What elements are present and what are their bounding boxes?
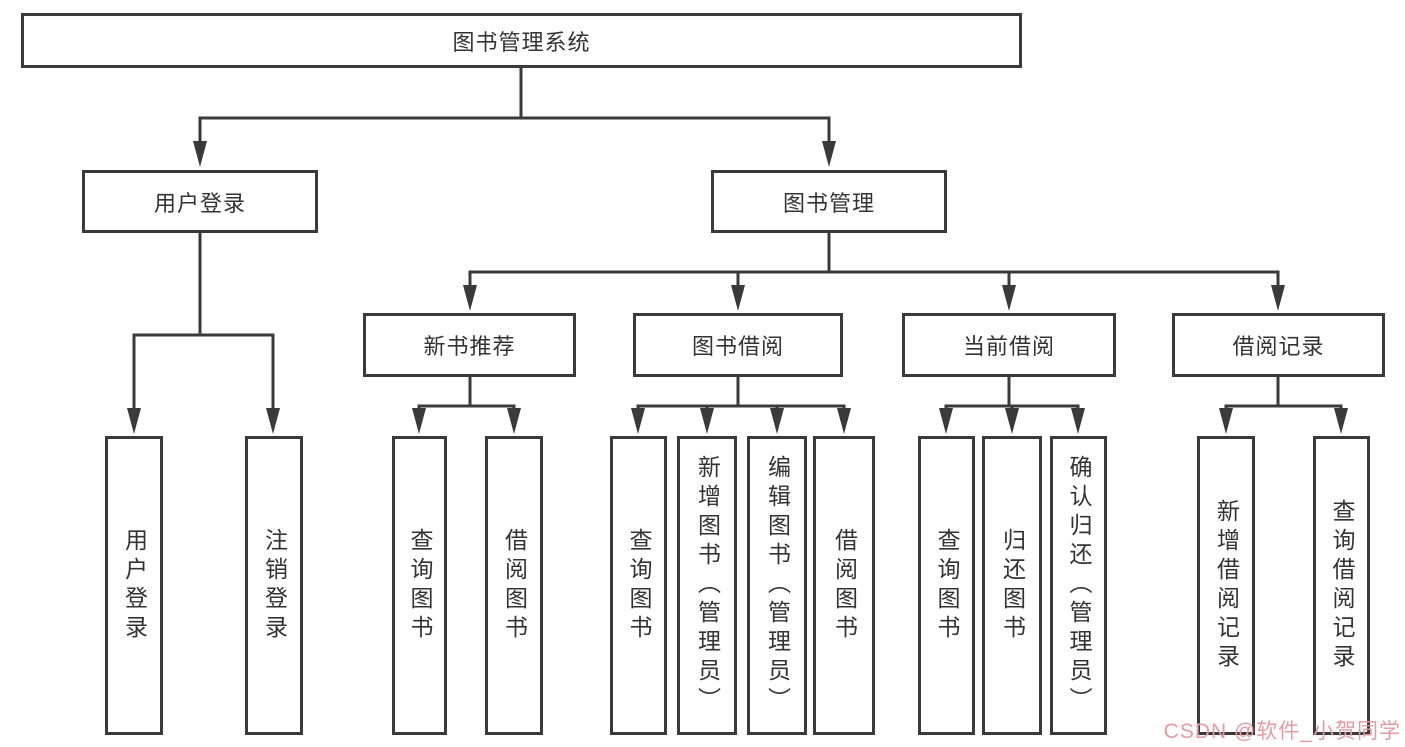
connector-new-book-recommend-children [412,375,521,434]
leaf-borrow-edit-book-admin: 编辑图书（管理员） [747,436,807,735]
leaf-user-login: 用户登录 [105,436,163,735]
node-book-borrow: 图书借阅 [633,313,843,377]
connector-borrow-records-children [1219,375,1348,434]
leaf-records-add-record: 新增借阅记录 [1197,436,1255,735]
node-label: 图书管理 [782,190,875,216]
arrow-down-icon [631,408,645,434]
arrow-down-icon [939,408,953,434]
node-book-management: 图书管理 [711,170,947,233]
arrow-down-icon [1005,408,1019,434]
node-label: 新增借阅记录 [1213,498,1240,673]
leaf-borrow-query-books: 查询图书 [610,436,667,735]
node-new-book-recommend: 新书推荐 [363,313,576,377]
arrow-down-icon [266,408,280,434]
arrow-down-icon [1002,285,1016,311]
leaf-current-return-books: 归还图书 [982,436,1042,735]
arrow-down-icon [193,141,207,167]
node-label: 归还图书 [999,527,1026,644]
node-label: 图书借阅 [691,334,784,359]
connector-user-login-children [127,231,280,434]
node-label: 新书推荐 [423,334,516,359]
arrow-down-icon [770,408,784,434]
connector-root-to-level2 [193,66,836,167]
node-user-login: 用户登录 [82,170,318,233]
node-label: 图书管理系统 [452,29,591,55]
connector-book-management-children [463,231,1285,311]
node-label: 查询图书 [626,527,652,644]
node-label: 借阅图书 [831,527,858,644]
node-label: 注销登录 [261,527,288,644]
leaf-logout: 注销登录 [245,436,303,735]
csdn-watermark: CSDN @软件_小贺同学 [1163,720,1401,743]
node-label: 借阅图书 [501,527,528,644]
leaf-borrow-add-book-admin: 新增图书（管理员） [677,436,737,735]
arrow-down-icon [1071,408,1085,434]
leaf-records-query-record: 查询借阅记录 [1313,436,1370,735]
leaf-recommend-borrow-books: 借阅图书 [485,436,543,735]
leaf-current-confirm-return-admin: 确认归还（管理员） [1050,436,1107,735]
node-label: 用户登录 [153,190,246,216]
arrow-down-icon [412,408,426,434]
node-library-system: 图书管理系统 [21,13,1022,68]
node-borrow-records: 借阅记录 [1172,313,1385,377]
node-label: 确认归还（管理员） [1066,455,1092,716]
leaf-borrow-borrow-books: 借阅图书 [813,436,875,735]
node-label: 查询图书 [934,527,960,644]
arrow-down-icon [837,408,851,434]
arrow-down-icon [127,408,141,434]
node-label: 当前借阅 [962,334,1055,359]
node-label: 编辑图书（管理员） [764,455,791,716]
arrow-down-icon [507,408,521,434]
arrow-down-icon [1271,285,1285,311]
node-label: 查询借阅记录 [1329,498,1355,673]
node-label: 查询图书 [407,527,433,644]
leaf-current-query-books: 查询图书 [918,436,975,735]
arrow-down-icon [822,141,836,167]
node-label: 借阅记录 [1232,334,1325,359]
leaf-recommend-query-books: 查询图书 [392,436,447,735]
arrow-down-icon [731,285,745,311]
arrow-down-icon [700,408,714,434]
connector-current-borrow-children [939,375,1085,434]
arrow-down-icon [1219,408,1233,434]
node-label: 用户登录 [121,527,148,644]
arrow-down-icon [1334,408,1348,434]
connector-book-borrow-children [631,375,851,434]
arrow-down-icon [463,285,477,311]
node-current-borrow: 当前借阅 [902,313,1116,377]
node-label: 新增图书（管理员） [694,455,721,716]
